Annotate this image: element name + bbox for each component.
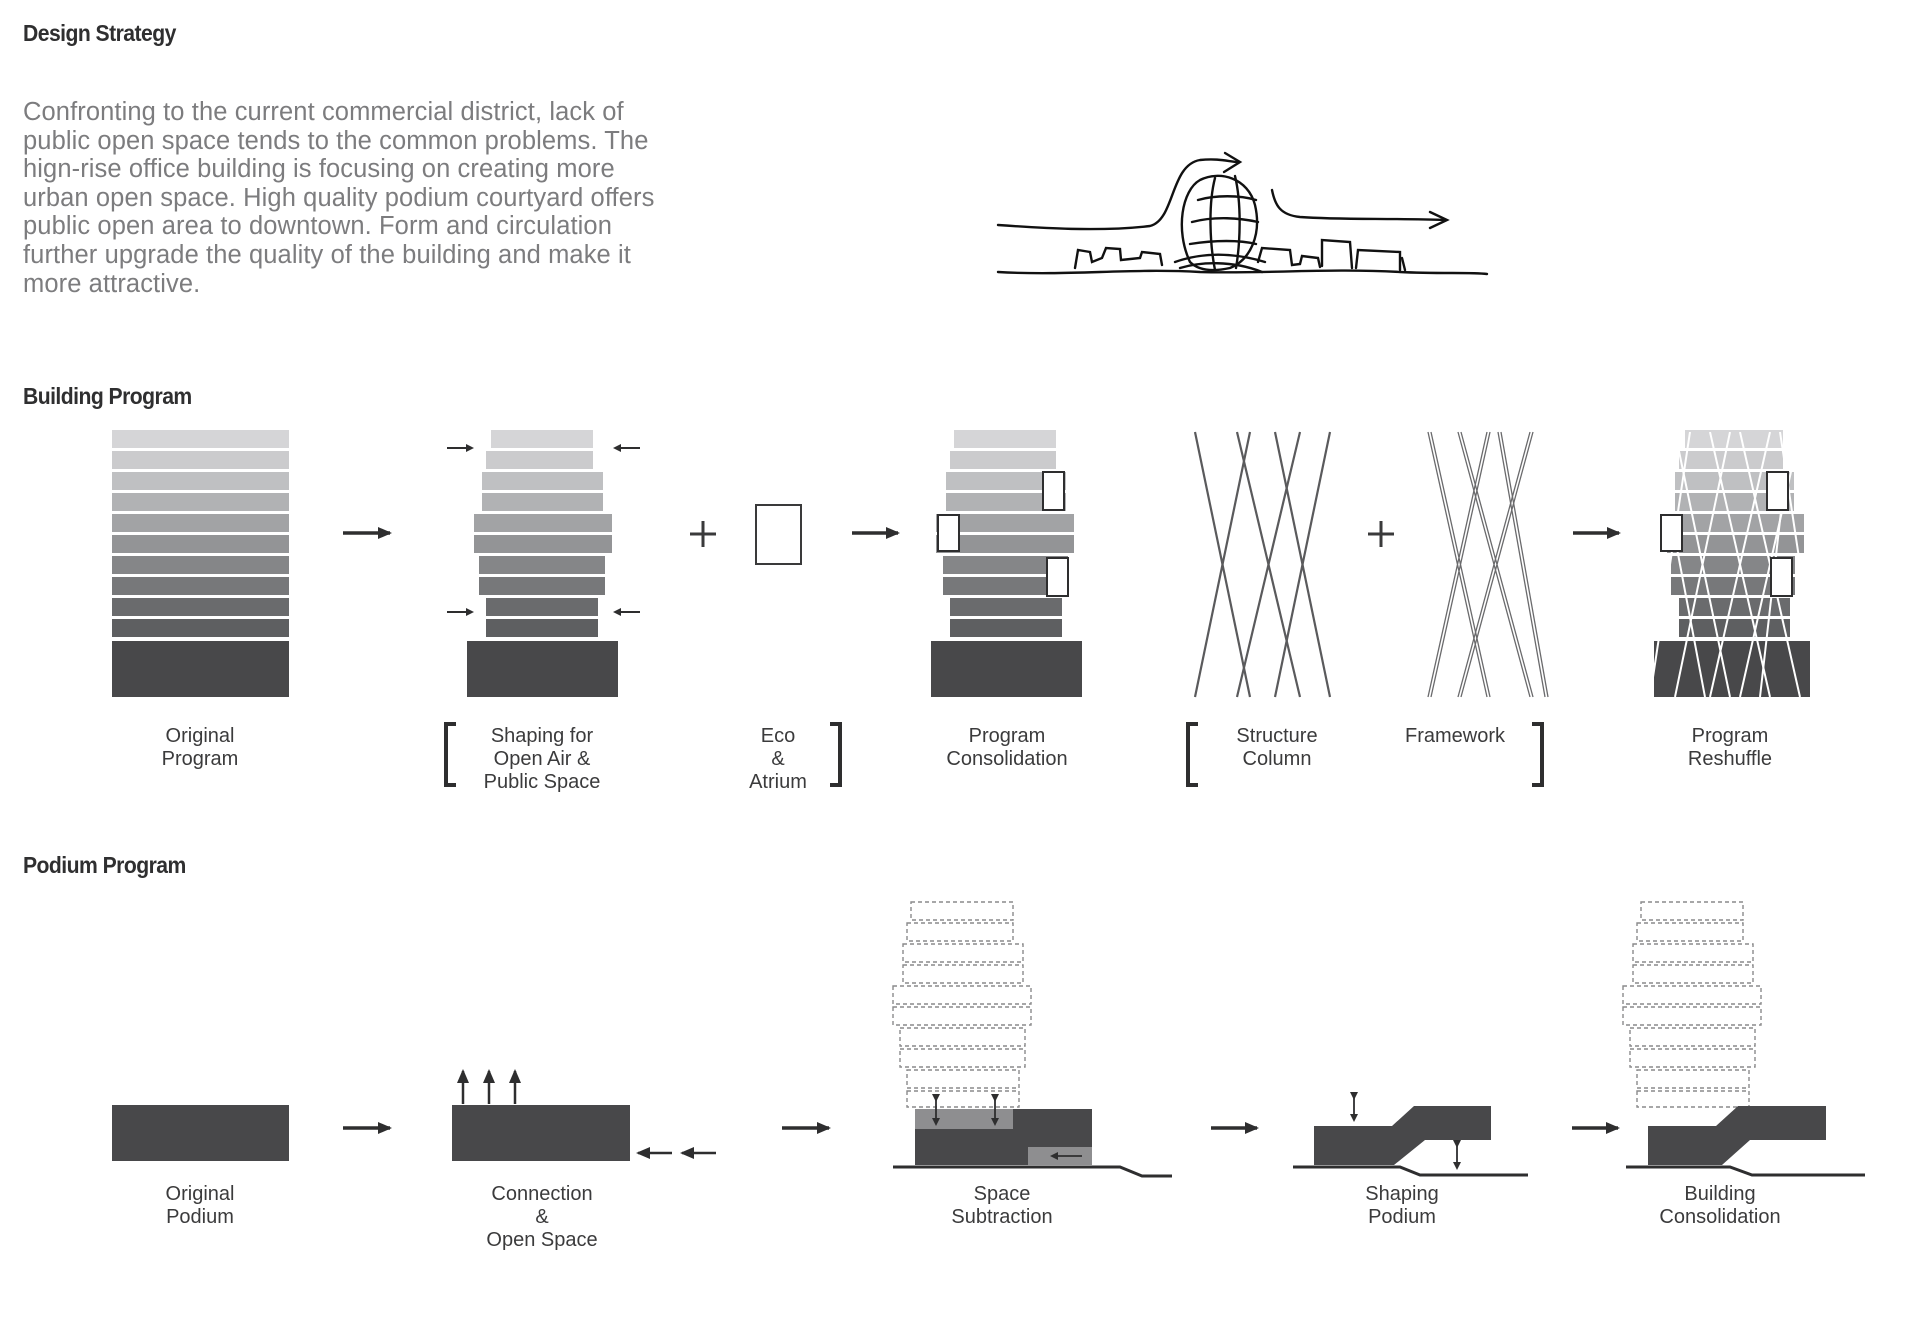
label-space-subtraction: Space Subtraction <box>951 1183 1053 1228</box>
floor-band <box>946 493 1066 511</box>
atrium-box <box>1770 557 1793 597</box>
floor-band <box>950 451 1056 469</box>
floor-band <box>112 472 289 490</box>
bracket-close <box>1532 722 1544 787</box>
floor-band <box>482 472 603 490</box>
floor-band <box>112 451 289 469</box>
atrium-box <box>1766 471 1789 511</box>
subtracted-space <box>915 1109 1013 1129</box>
ground-line <box>893 1165 1172 1178</box>
floor-band <box>1679 451 1783 469</box>
floor-band <box>112 577 289 595</box>
podium-block <box>112 641 289 697</box>
original-program-stack <box>112 430 289 697</box>
plus-icon <box>690 521 716 547</box>
label-framework: Framework <box>1404 725 1505 747</box>
floor-band <box>1679 619 1790 637</box>
floor-band <box>486 451 593 469</box>
label-shaping-podium: Shaping Podium <box>1365 1183 1439 1228</box>
label-structure-column: Structure Column <box>1236 725 1318 770</box>
floor-band <box>479 556 605 574</box>
floor-band <box>1685 430 1783 448</box>
podium-block <box>931 641 1082 697</box>
podium-block <box>1648 1106 1826 1165</box>
floor-band <box>946 472 1066 490</box>
floor-band <box>474 514 612 532</box>
floor-band <box>112 619 289 637</box>
reshuffle-stack <box>1654 430 1810 697</box>
atrium-box <box>1042 471 1065 511</box>
building-program-heading: Building Program <box>23 383 192 409</box>
podium-block <box>467 641 618 697</box>
label-original-program: Original Program <box>161 725 239 770</box>
atrium-box <box>937 514 960 552</box>
ground-line <box>1293 1165 1528 1177</box>
label-building-consolidation: Building Consolidation <box>1659 1183 1781 1228</box>
design-strategy-text: Confronting to the current commercial di… <box>23 98 655 298</box>
label-shaping: Shaping for Open Air & Public Space <box>483 725 601 793</box>
framework-lines <box>1427 431 1549 698</box>
floor-band <box>479 577 605 595</box>
floor-band <box>482 493 603 511</box>
floor-band <box>943 556 1068 574</box>
floor-band <box>491 430 593 448</box>
ghost-tower <box>1622 901 1762 1108</box>
space-subtraction-diagram <box>892 901 1172 1178</box>
floor-band <box>112 535 289 553</box>
label-program-reshuffle: Program Reshuffle <box>1687 725 1773 770</box>
label-connection: Connection & Open Space <box>486 1183 598 1251</box>
bracket-close <box>830 722 842 787</box>
floor-band <box>1675 493 1794 511</box>
bracket-open <box>444 722 456 787</box>
consolidation-stack <box>931 430 1082 697</box>
floor-band <box>1667 514 1804 532</box>
atrium-box <box>755 504 802 565</box>
label-eco-atrium: Eco & Atrium <box>749 725 807 793</box>
floor-band <box>112 556 289 574</box>
floor-band <box>486 619 598 637</box>
atrium-box <box>1660 514 1683 552</box>
floor-band <box>474 535 612 553</box>
building-consolidation-diagram <box>1622 901 1865 1177</box>
floor-band <box>486 598 598 616</box>
design-strategy-heading: Design Strategy <box>23 20 176 46</box>
connection-diagram <box>452 1069 716 1161</box>
shaping-stack <box>447 430 640 697</box>
ghost-tower <box>892 901 1032 1108</box>
podium-block <box>452 1105 630 1161</box>
atrium-box <box>1046 557 1069 597</box>
floor-band <box>936 535 1074 553</box>
floor-band <box>112 514 289 532</box>
floor-band <box>112 493 289 511</box>
concept-sketch <box>996 151 1489 276</box>
podium-program-heading: Podium Program <box>23 852 186 878</box>
podium-block <box>1314 1106 1491 1165</box>
label-original-podium: Original Podium <box>165 1183 235 1228</box>
floor-band <box>954 430 1056 448</box>
floor-band <box>1675 472 1794 490</box>
floor-band <box>950 619 1062 637</box>
bracket-open <box>1186 722 1198 787</box>
floor-band <box>936 514 1074 532</box>
original-podium-block <box>112 1105 289 1161</box>
floor-band <box>112 598 289 616</box>
floor-band <box>112 430 289 448</box>
floor-band <box>950 598 1062 616</box>
ground-line <box>1626 1165 1865 1177</box>
floor-band <box>943 577 1068 595</box>
shaping-podium-diagram <box>1293 1092 1528 1177</box>
plus-icon <box>1368 521 1394 547</box>
label-program-consolidation: Program Consolidation <box>946 725 1068 770</box>
structure-column-lines <box>1193 431 1332 698</box>
